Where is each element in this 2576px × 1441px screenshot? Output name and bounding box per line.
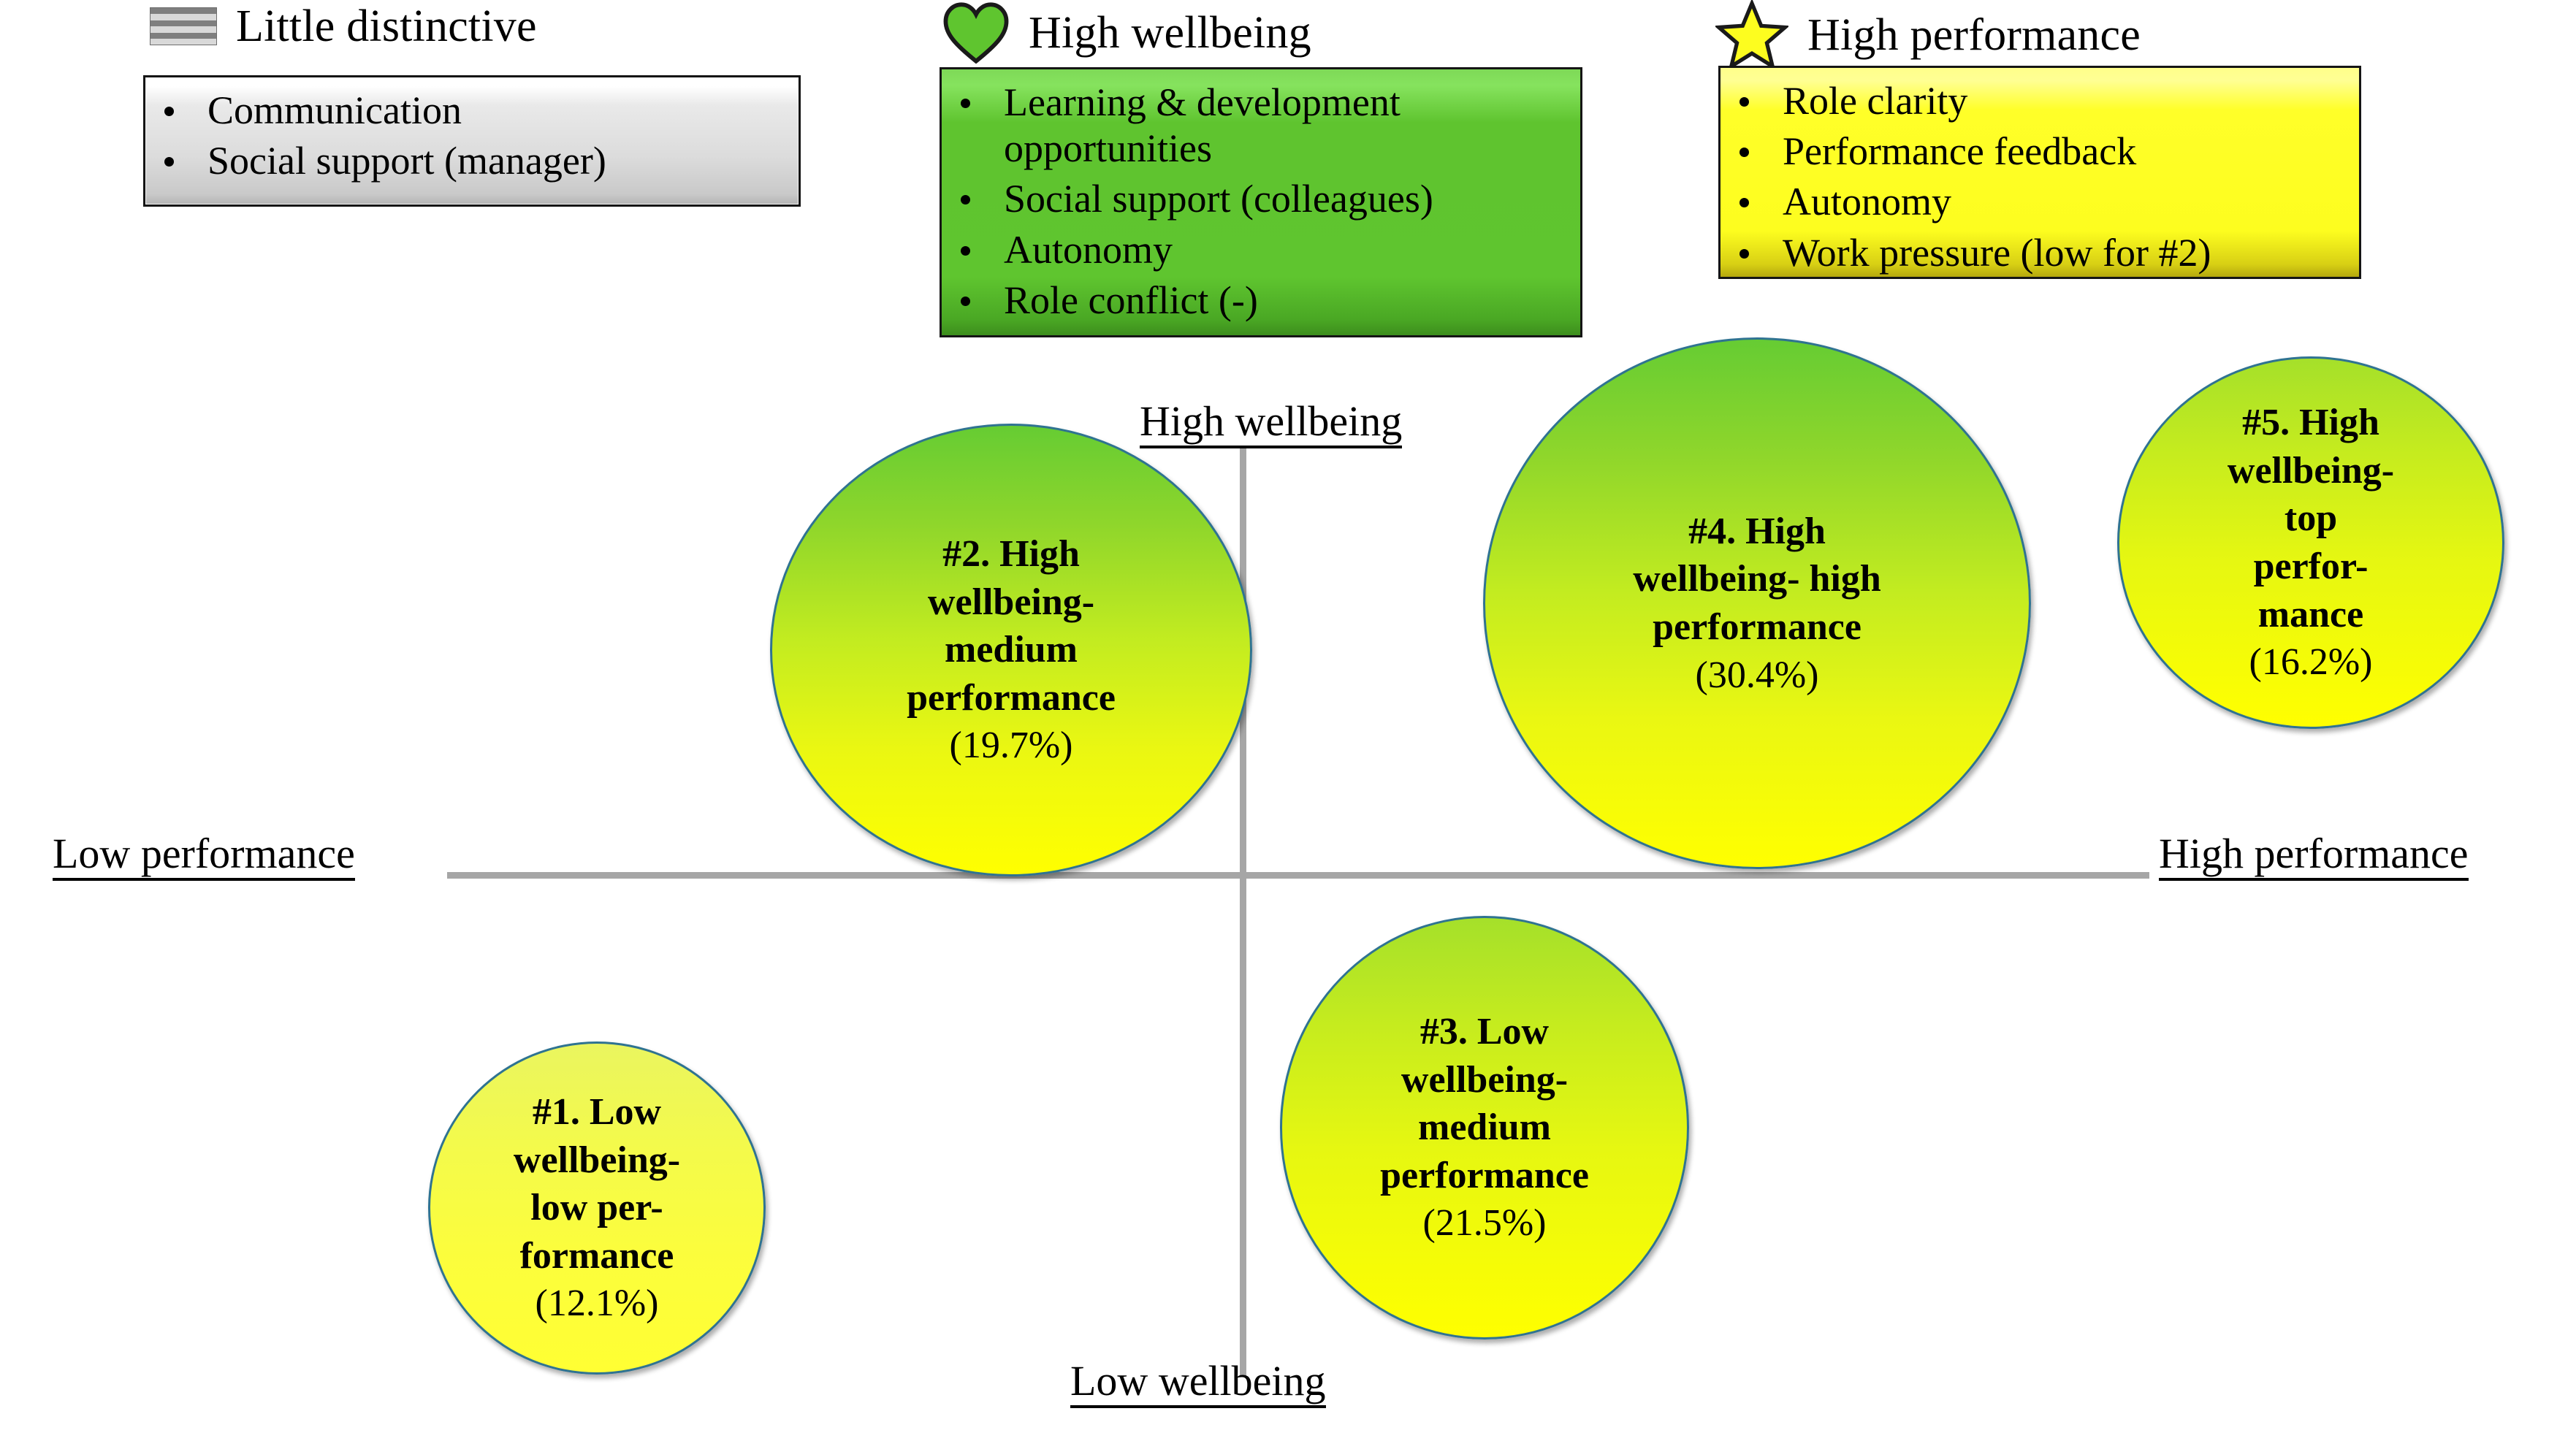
bullet-icon: [1739, 198, 1749, 208]
legend-header-high-performance: High performance: [1715, 0, 2141, 70]
legend-header-little-distinctive: Little distinctive: [150, 4, 537, 49]
legend-box-high-performance: Role clarity Performance feedback Autono…: [1718, 66, 2361, 279]
legend-title-high-performance: High performance: [1807, 10, 2141, 60]
bullet-icon: [164, 107, 174, 116]
list-item: Performance feedback: [1739, 129, 2340, 175]
bubble-label-3: #3. Low wellbeing- medium performance (2…: [1376, 1008, 1593, 1247]
bubble-percent-2: (19.7%): [949, 725, 1073, 767]
bubble-percent-4: (30.4%): [1695, 654, 1819, 696]
legend-title-high-wellbeing: High wellbeing: [1029, 8, 1311, 58]
axis-label-low-wellbeing: Low wellbeing: [1070, 1360, 1326, 1408]
axis-label-high-wellbeing: High wellbeing: [1140, 400, 1403, 448]
striped-swatch-icon: [150, 7, 217, 45]
bubble-cluster-1[interactable]: #1. Low wellbeing- low per- formance (12…: [428, 1041, 766, 1375]
bubble-cluster-2[interactable]: #2. High wellbeing- medium performance (…: [770, 424, 1252, 876]
bullet-icon: [164, 157, 174, 167]
bubble-cluster-3[interactable]: #3. Low wellbeing- medium performance (2…: [1280, 916, 1689, 1339]
bullet-icon: [1739, 248, 1749, 259]
bullet-icon: [961, 245, 970, 256]
list-item: Social support (colleagues): [961, 176, 1561, 222]
legend-header-high-wellbeing: High wellbeing: [942, 1, 1311, 64]
list-item: Work pressure (low for #2): [1739, 230, 2340, 276]
legend-list-high-performance: Role clarity Performance feedback Autono…: [1739, 78, 2340, 276]
legend-box-little-distinctive: Communication Social support (manager): [143, 75, 801, 207]
bullet-icon: [961, 296, 970, 306]
star-icon: [1715, 0, 1788, 70]
list-item: Learning & development opportunities: [961, 80, 1561, 172]
legend-title-little-distinctive: Little distinctive: [236, 1, 537, 51]
bubble-percent-5: (16.2%): [2249, 641, 2373, 684]
bubble-label-1: #1. Low wellbeing- low per- formance (12…: [509, 1088, 685, 1328]
bubble-percent-3: (21.5%): [1422, 1202, 1547, 1245]
list-item: Autonomy: [961, 227, 1561, 273]
bullet-icon: [1739, 97, 1749, 107]
horizontal-axis-line: [447, 872, 2149, 879]
list-item: Social support (manager): [164, 138, 780, 184]
list-item: Role conflict (-): [961, 278, 1561, 324]
bullet-icon: [1739, 148, 1749, 158]
axis-label-high-performance: High performance: [2159, 833, 2469, 881]
bubble-cluster-4[interactable]: #4. High wellbeing- high performance (30…: [1483, 337, 2031, 869]
heart-icon: [942, 1, 1010, 64]
bubble-percent-1: (12.1%): [535, 1283, 659, 1325]
bubble-label-4: #4. High wellbeing- high performance (30…: [1628, 508, 1886, 699]
vertical-axis-line: [1240, 446, 1246, 1377]
bubble-label-5: #5. High wellbeing- top perfor- mance (1…: [2223, 399, 2398, 686]
list-item: Autonomy: [1739, 179, 2340, 225]
list-item: Role clarity: [1739, 78, 2340, 124]
bubble-label-2: #2. High wellbeing- medium performance (…: [902, 530, 1120, 770]
bubble-cluster-5[interactable]: #5. High wellbeing- top perfor- mance (1…: [2117, 356, 2504, 729]
legend-list-high-wellbeing: Learning & development opportunities Soc…: [961, 80, 1561, 324]
bullet-icon: [961, 99, 970, 108]
bullet-icon: [961, 195, 970, 205]
axis-label-low-performance: Low performance: [53, 833, 355, 881]
list-item: Communication: [164, 88, 780, 134]
legend-list-little-distinctive: Communication Social support (manager): [164, 88, 780, 184]
legend-box-high-wellbeing: Learning & development opportunities Soc…: [940, 67, 1582, 337]
